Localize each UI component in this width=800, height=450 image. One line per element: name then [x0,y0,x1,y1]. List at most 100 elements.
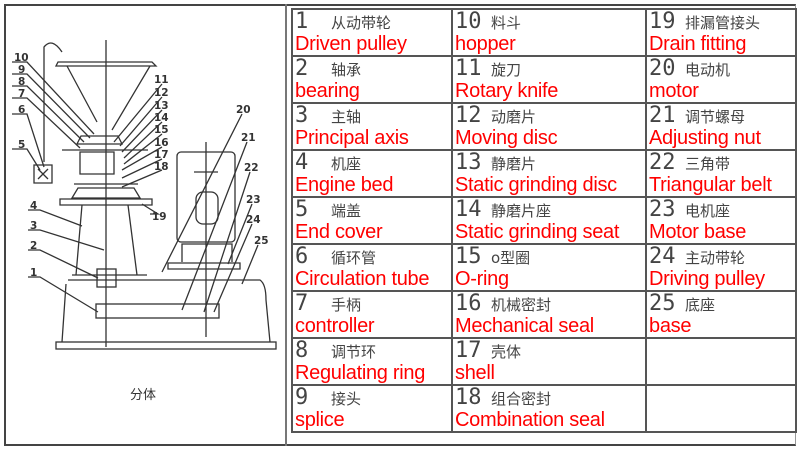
label-triangular-belt: Triangular belt [649,174,772,196]
part-name: 机械密封 [491,296,552,314]
callout-number: 23 [246,194,261,206]
part-number: 15 [455,244,482,269]
part-number: 14 [455,197,482,222]
drawing-caption: 分体 [130,388,157,403]
label-driving-pulley: Driving pulley [649,268,765,290]
part-number: 16 [455,291,482,316]
part-name: 料斗 [491,14,522,32]
callout-number: 25 [254,235,269,247]
part-name: 电机座 [685,202,731,220]
part-number: 25 [649,291,676,316]
label-shell: shell [455,362,495,384]
callout-number: 10 [14,52,29,64]
part-name: 调节环 [331,343,377,361]
part-name: 旋刀 [491,61,522,79]
part-number: 23 [649,197,676,222]
part-number: 12 [455,103,482,128]
part-name: 三角带 [685,155,731,173]
label-base: base [649,315,692,337]
part-number: 7 [295,291,309,316]
base-plate [55,341,277,350]
leader-lines-motor [161,113,259,313]
part-name: 从动带轮 [331,14,392,32]
leader-lines-left [12,61,105,313]
label-moving-disc: Moving disc [455,127,558,149]
part-header: 16 机械密封 [455,291,643,316]
part-header: 8 调节环 [295,338,449,363]
part-name: 壳体 [491,343,522,361]
label-driven-pulley: Driven pulley [295,33,407,55]
callout-number: 3 [30,220,37,232]
callout-number: 8 [18,76,25,88]
colloid-mill-drawing: 1098765432111121314151617181920212223242… [12,40,277,350]
machine-seat [72,204,147,276]
part-number: 4 [295,150,309,175]
label-motor-base: Motor base [649,221,747,243]
belt-housing [95,303,220,319]
part-number: 3 [295,103,309,128]
part-header: 14 静磨片座 [455,197,643,222]
label-rotary-knife: Rotary knife [455,80,559,102]
part-number: 2 [295,56,309,81]
callout-number: 16 [154,137,169,149]
part-name: 主轴 [331,108,362,126]
label-mechanical-seal: Mechanical seal [455,315,594,337]
label-hopper: hopper [455,33,516,55]
part-number: 19 [649,9,676,34]
part-number: 17 [455,338,482,363]
part-name: 主动带轮 [685,249,746,267]
callout-number: 4 [30,200,37,212]
callout-number: 22 [244,162,259,174]
part-number: 8 [295,338,309,363]
callout-number: 14 [154,112,169,124]
callout-number: 21 [241,132,256,144]
part-name: 端盖 [331,202,362,220]
label-motor: motor [649,80,699,102]
part-header: 15 o型圈 [455,244,643,269]
part-name: 静磨片座 [491,202,552,220]
label-regulating-ring: Regulating ring [295,362,426,384]
part-number: 22 [649,150,676,175]
part-header: 10 料斗 [455,9,643,34]
part-name: o型圈 [491,249,531,267]
part-header [649,387,793,410]
part-header [649,340,793,363]
controller-valve [33,164,53,184]
part-number: 10 [455,9,482,34]
callout-number: 19 [152,211,167,223]
callout-number: 12 [154,87,169,99]
callout-number: 11 [154,74,169,86]
part-name: 静磨片 [491,155,537,173]
part-number: 6 [295,244,309,269]
part-name: 轴承 [331,61,362,79]
callout-number: 15 [154,124,169,136]
label-drain-fitting: Drain fitting [649,33,747,55]
label-adjusting-nut: Adjusting nut [649,127,761,149]
callout-number: 6 [18,104,25,116]
part-number: 20 [649,56,676,81]
